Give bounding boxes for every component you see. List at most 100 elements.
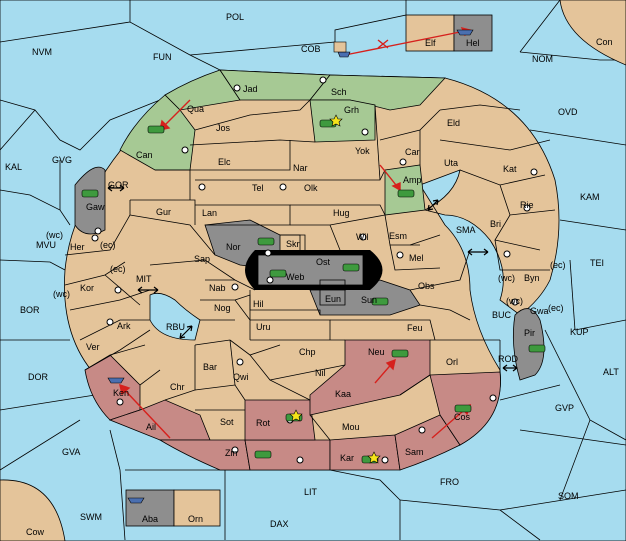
territory-labels: POL NVM FUN COB NOM Con Elf Hel OVD KAL … (5, 12, 619, 537)
label-mit: MIT (136, 274, 152, 284)
label-bri: Bri (490, 219, 501, 229)
label-gvp: GVP (555, 403, 574, 413)
label-yok: Yok (355, 146, 370, 156)
label-buc: BUC (492, 310, 512, 320)
supply-centers (91, 76, 538, 464)
units (81, 29, 546, 504)
label-chr: Chr (170, 382, 185, 392)
label-gvg: GVG (52, 155, 72, 165)
label-sun: Sun (361, 295, 377, 305)
label-nvm: NVM (32, 47, 52, 57)
label-sap: Sap (194, 254, 210, 264)
label-eun: Eun (325, 294, 341, 304)
label-esm: Esm (389, 231, 407, 241)
label-can: Can (136, 150, 153, 160)
label-fun: FUN (153, 52, 172, 62)
army-icon (391, 349, 409, 358)
star-icon (289, 409, 303, 422)
label-ec-gwa: (ec) (548, 303, 564, 313)
label-gaw: Gaw (86, 202, 105, 212)
label-kaa: Kaa (335, 389, 351, 399)
fleet-icon (127, 497, 145, 504)
label-obs: Obs (418, 281, 435, 291)
label-tei: TEI (590, 258, 604, 268)
army-icon (257, 237, 275, 246)
label-zin: Zin (225, 448, 238, 458)
territory-rot[interactable] (244, 399, 316, 441)
label-wc-gwa: (wc) (506, 296, 523, 306)
label-rot: Rot (256, 418, 271, 428)
army-icon (397, 189, 415, 198)
label-eld: Eld (447, 118, 460, 128)
territory-elf[interactable] (405, 14, 455, 52)
label-wc-byn: (wc) (498, 273, 515, 283)
label-amp: Amp (403, 175, 422, 185)
label-elc: Elc (218, 157, 231, 167)
label-jos: Jos (216, 123, 231, 133)
label-sch: Sch (331, 87, 347, 97)
label-her: Her (70, 242, 85, 252)
label-kar: Kar (340, 453, 354, 463)
star-icon (329, 114, 343, 127)
label-wc-kor: (wc) (53, 289, 70, 299)
label-gor: GOR (108, 180, 129, 190)
label-web: Web (286, 272, 304, 282)
territory-orn[interactable] (173, 489, 221, 527)
territory-grh[interactable] (309, 99, 376, 143)
label-rod: ROD (498, 354, 519, 364)
label-ovd: OVD (558, 107, 578, 117)
army-icon (342, 263, 360, 272)
label-ver: Ver (86, 342, 100, 352)
label-kup: KUP (570, 327, 589, 337)
army-icon (254, 450, 272, 459)
label-nog: Nog (214, 303, 231, 313)
land-borders (64, 99, 556, 441)
label-pol: POL (226, 12, 244, 22)
label-wil: Wil (356, 232, 369, 242)
territory-kaa-neu[interactable] (309, 339, 431, 416)
label-byn: Byn (524, 273, 540, 283)
army-icon (81, 189, 99, 198)
inner-sea-rbu (149, 292, 201, 341)
label-sam: Sam (405, 447, 424, 457)
label-ec-her: (ec) (100, 240, 116, 250)
label-rie: Rie (520, 200, 534, 210)
label-som: SOM (558, 491, 579, 501)
label-cos: Cos (454, 412, 471, 422)
label-nab: Nab (209, 283, 226, 293)
army-icon (528, 344, 546, 353)
territory-pir[interactable] (512, 308, 545, 381)
label-kam: KAM (580, 192, 600, 202)
label-bor: BOR (20, 305, 40, 315)
label-nor: Nor (226, 242, 241, 252)
label-uta: Uta (444, 158, 458, 168)
strait-arrows (107, 184, 518, 372)
label-kal: KAL (5, 162, 22, 172)
label-nom: NOM (532, 54, 553, 64)
label-gur: Gur (156, 207, 171, 217)
label-olk: Olk (304, 183, 318, 193)
label-ail: Ail (146, 422, 156, 432)
label-sot: Sot (220, 417, 234, 427)
fleet-icon (107, 377, 125, 384)
label-lit: LIT (304, 487, 318, 497)
label-nil: Nil (315, 368, 326, 378)
label-orl: Orl (446, 357, 458, 367)
army-icon (371, 297, 389, 306)
label-cow: Cow (26, 527, 45, 537)
label-qua: Qua (187, 104, 204, 114)
territory-gaw[interactable] (74, 166, 106, 235)
label-rbu: RBU (166, 322, 185, 332)
label-dor: DOR (28, 372, 49, 382)
army-icon (454, 404, 472, 413)
label-gwa: Gwa (530, 306, 549, 316)
label-feu: Feu (407, 323, 423, 333)
label-lan: Lan (202, 208, 217, 218)
label-bar: Bar (203, 362, 217, 372)
territory-ken[interactable] (84, 354, 141, 421)
label-orn: Orn (188, 514, 203, 524)
label-car: Car (405, 147, 420, 157)
army-icon (147, 125, 165, 134)
label-sma: SMA (456, 225, 476, 235)
